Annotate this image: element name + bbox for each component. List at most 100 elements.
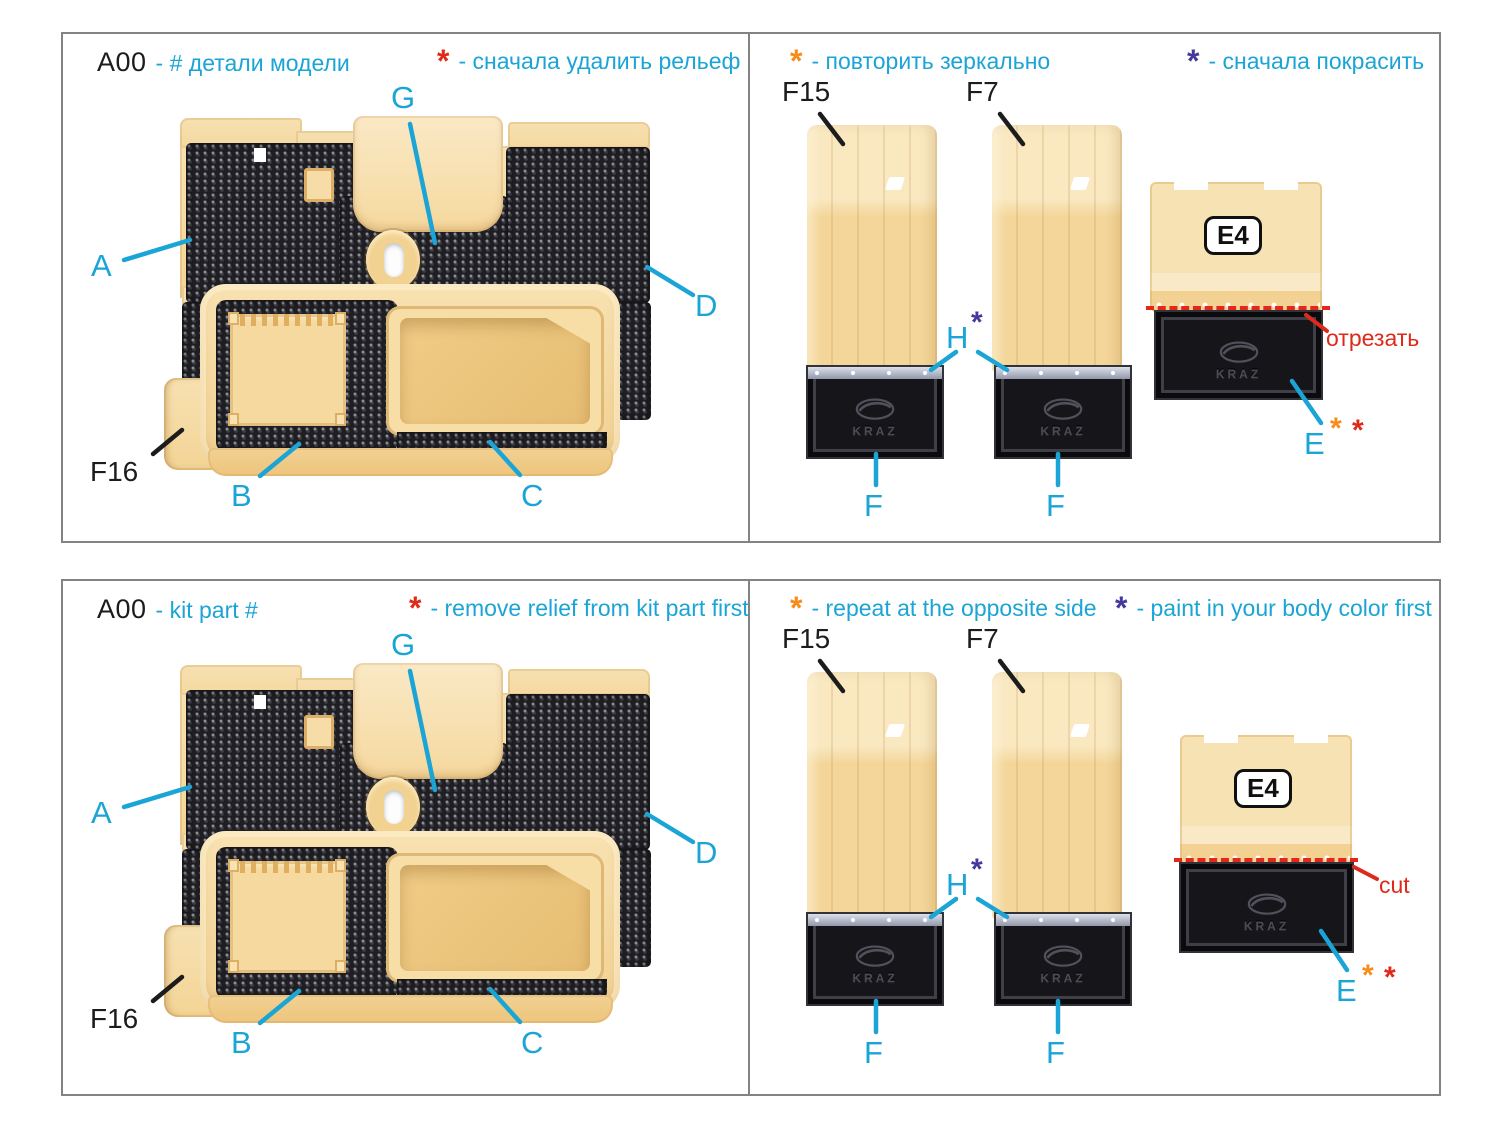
kraz-logo-text: KRAZ bbox=[852, 423, 898, 438]
center-hump bbox=[353, 116, 503, 232]
callout-f16: F16 bbox=[90, 1003, 139, 1034]
mirror-legend: * - повторить зеркально bbox=[790, 43, 1051, 79]
kit-ref-code: A00 bbox=[97, 594, 147, 624]
platform-pin bbox=[228, 960, 239, 973]
kraz-logo-text: KRAZ bbox=[1243, 919, 1290, 933]
paint-legend: * - сначала покрасить bbox=[1187, 43, 1424, 79]
callout-f-right: F bbox=[1046, 488, 1065, 523]
part-photo-f15 bbox=[807, 672, 937, 919]
platform-teeth bbox=[240, 314, 336, 326]
part-photo-f15 bbox=[807, 125, 937, 372]
platform-pin bbox=[335, 413, 346, 426]
e4-top-notch bbox=[1264, 181, 1298, 190]
relief-legend: * - сначала удалить рельеф bbox=[437, 43, 741, 79]
e4-part-badge: E4 bbox=[1204, 216, 1262, 255]
callout-d: D bbox=[695, 288, 718, 323]
callout-f-left: F bbox=[864, 488, 883, 523]
panel-top-right-ru: * - повторить зеркально * - сначала покр… bbox=[748, 32, 1441, 543]
callout-e: E bbox=[1304, 426, 1325, 461]
callout-f16: F16 bbox=[90, 456, 139, 487]
callout-b: B bbox=[231, 1025, 252, 1060]
part-bottom-edge bbox=[208, 995, 613, 1023]
callout-a: A bbox=[91, 795, 112, 830]
mirror-legend-text: - повторить зеркально bbox=[811, 48, 1051, 74]
platform-pin bbox=[335, 960, 346, 973]
opening-recess bbox=[400, 318, 590, 424]
panel-bottom-right-en: * - repeat at the opposite side * - pain… bbox=[748, 579, 1441, 1096]
mudflap-e: KRAZ bbox=[1154, 310, 1323, 400]
e4-top-notch bbox=[1204, 734, 1238, 743]
callout-f7: F7 bbox=[966, 623, 999, 654]
knurl-area-d bbox=[506, 694, 650, 850]
knurl-right-strip bbox=[617, 849, 651, 967]
callout-f-right: F bbox=[1046, 1035, 1065, 1070]
mirror-legend-text: - repeat at the opposite side bbox=[811, 595, 1097, 621]
platform-teeth bbox=[240, 861, 336, 873]
kit-ref-desc: - # детали модели bbox=[155, 50, 350, 76]
callout-h: H bbox=[946, 320, 969, 355]
callout-c: C bbox=[521, 1025, 544, 1060]
relief-legend-text: - сначала удалить рельеф bbox=[458, 48, 741, 74]
flap-hinge-strip bbox=[808, 914, 942, 926]
top-edge-notch bbox=[254, 695, 266, 709]
panel-bottom-left-en: A00 - kit part # * - remove relief from … bbox=[61, 579, 750, 1096]
platform-pin bbox=[228, 312, 239, 325]
callout-a: A bbox=[91, 248, 112, 283]
part-photo-e4: E4 bbox=[1180, 734, 1352, 865]
part-photo-e4: E4 bbox=[1150, 181, 1322, 312]
flap-hinge-strip bbox=[996, 914, 1130, 926]
orange-asterisk-icon: * bbox=[790, 43, 803, 79]
h-paint-asterisk: * bbox=[971, 306, 983, 339]
e-relief-asterisk: * bbox=[1352, 414, 1364, 447]
cut-line bbox=[1146, 306, 1330, 310]
cut-label: отрезать bbox=[1326, 325, 1420, 351]
flap-hinge-strip bbox=[808, 367, 942, 379]
platform-pin bbox=[335, 312, 346, 325]
e4-top-notch bbox=[1174, 181, 1208, 190]
platform-pin bbox=[335, 859, 346, 872]
callout-g: G bbox=[391, 627, 416, 662]
red-asterisk-icon: * bbox=[437, 43, 450, 79]
e4-part-badge: E4 bbox=[1234, 769, 1292, 808]
mudflap-e: KRAZ bbox=[1179, 862, 1354, 953]
knurl-area-d bbox=[506, 147, 650, 303]
kraz-logo-icon bbox=[1247, 893, 1286, 915]
center-hump bbox=[353, 663, 503, 779]
e-mirror-asterisk: * bbox=[1330, 412, 1342, 445]
red-asterisk-icon: * bbox=[409, 590, 422, 626]
kit-ref-desc: - kit part # bbox=[155, 597, 258, 623]
e-mirror-asterisk: * bbox=[1362, 959, 1374, 992]
mirror-legend: * - repeat at the opposite side bbox=[790, 590, 1097, 626]
knurl-right-strip bbox=[617, 302, 651, 420]
kraz-logo-icon bbox=[855, 945, 895, 967]
knurl-area-a bbox=[186, 143, 362, 303]
mudflap-f-left: KRAZ bbox=[806, 365, 944, 459]
cut-label: cut bbox=[1379, 872, 1410, 898]
callout-f15: F15 bbox=[782, 623, 831, 654]
flap-hinge-strip bbox=[996, 367, 1130, 379]
kraz-logo-text: KRAZ bbox=[1040, 970, 1086, 985]
relief-legend: * - remove relief from kit part first bbox=[409, 590, 749, 626]
mudflap-f-right: KRAZ bbox=[994, 912, 1132, 1006]
cut-line bbox=[1174, 858, 1358, 862]
h-paint-asterisk: * bbox=[971, 853, 983, 886]
part-number-legend: A00 - kit part # bbox=[97, 594, 258, 625]
paint-legend: * - paint in your body color first bbox=[1115, 590, 1432, 626]
callout-e: E bbox=[1336, 973, 1357, 1008]
platform-pin bbox=[228, 859, 239, 872]
grommet-hole-inner bbox=[384, 243, 404, 277]
callout-f7: F7 bbox=[966, 76, 999, 107]
kraz-logo-icon bbox=[1043, 945, 1083, 967]
part-photo-f7 bbox=[992, 672, 1122, 919]
purple-asterisk-icon: * bbox=[1187, 43, 1200, 79]
grommet-hole-inner bbox=[384, 790, 404, 824]
small-clip-detail bbox=[304, 168, 334, 202]
relief-legend-text: - remove relief from kit part first bbox=[430, 595, 749, 621]
mudflap-f-left: KRAZ bbox=[806, 912, 944, 1006]
part-photo-floor-panel bbox=[164, 116, 660, 478]
callout-c: C bbox=[521, 478, 544, 513]
purple-asterisk-icon: * bbox=[1115, 590, 1128, 626]
top-edge-notch bbox=[254, 148, 266, 162]
orange-asterisk-icon: * bbox=[790, 590, 803, 626]
part-photo-floor-panel bbox=[164, 663, 660, 1025]
